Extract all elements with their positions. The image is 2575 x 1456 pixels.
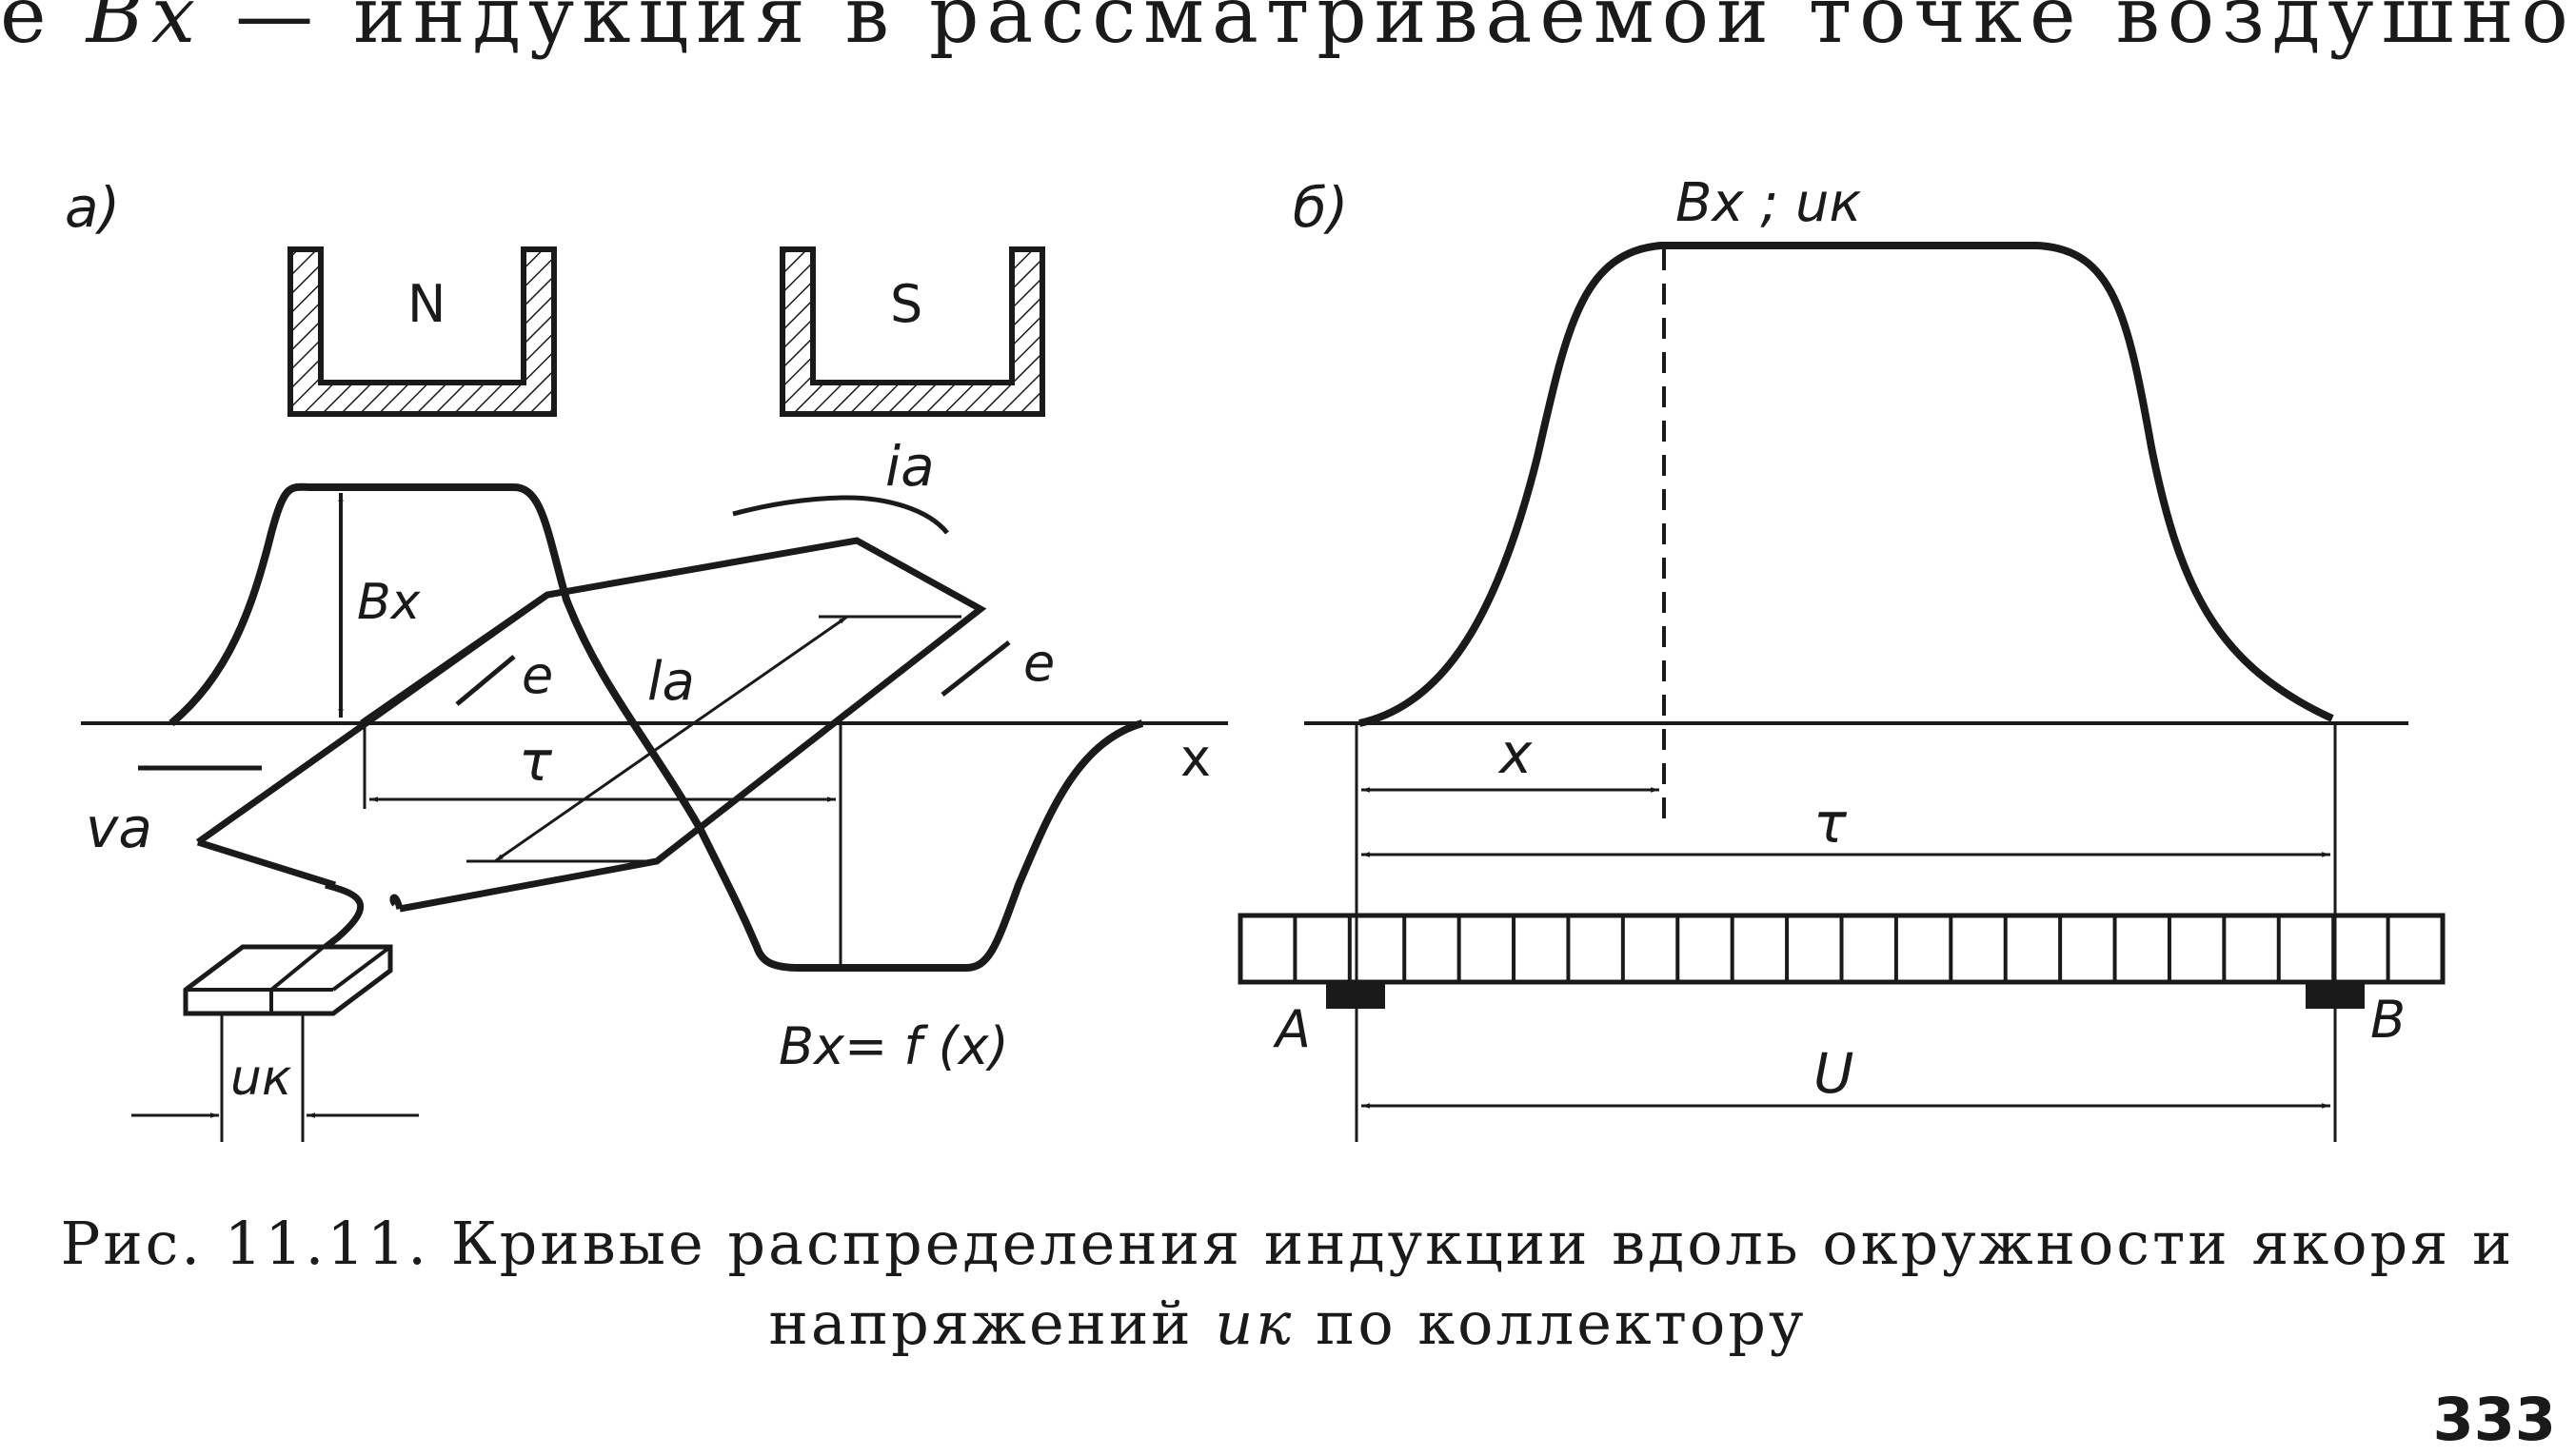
axis-x-label-a: x: [1180, 728, 1211, 788]
label-b: B: [2370, 990, 2406, 1050]
brush-a: [1326, 982, 1385, 1009]
top-text-symbol: Bx: [86, 0, 204, 61]
caption-line-1: Рис. 11.11. Кривые распределения индукци…: [60, 1209, 2515, 1278]
uk-label-a: uк: [230, 1050, 292, 1107]
conductor-loop: [195, 537, 987, 974]
e-arrow-left: [455, 655, 516, 706]
ia-arrow: [732, 495, 949, 535]
commutator: [1238, 913, 2446, 985]
tau-label-a: τ: [519, 729, 553, 794]
north-pole: N: [287, 246, 557, 417]
figure-11-11: а) N S x Bx: [65, 172, 2446, 1142]
conductor-loop-upper: [360, 592, 549, 726]
caption-line-2-prefix: напряжений: [768, 1289, 1216, 1358]
la-arrow: [494, 615, 848, 863]
brush-b: [2306, 982, 2365, 1009]
top-text-prefix: е: [0, 0, 87, 61]
x-label-b: x: [1497, 721, 1533, 786]
va-label: va: [86, 796, 152, 860]
conductor-loop-left: [196, 838, 337, 889]
bx-label-a: Bx: [357, 574, 422, 631]
caption-line-2-symbol: uк: [1215, 1289, 1295, 1358]
panel-b: б) Bx ; uк x τ A B: [1238, 172, 2446, 1142]
label-a: A: [1273, 999, 1311, 1059]
panel-a-label: а): [65, 175, 120, 240]
ia-label: ia: [885, 434, 935, 499]
page-number: 333: [2432, 1385, 2556, 1454]
panel-a: а) N S x Bx: [65, 175, 1228, 1142]
e-label-right: e: [1023, 633, 1055, 693]
brush-block: [183, 944, 393, 1016]
top-label-b: Bx ; uк: [1675, 172, 1862, 234]
function-label: Bx= f (x): [779, 1016, 1009, 1076]
south-pole: S: [780, 246, 1045, 417]
top-text-line: е Bx — индукция в рассматриваемой точке …: [0, 0, 2575, 69]
caption-line-2-suffix: по коллектору: [1294, 1289, 1807, 1358]
figure-caption: Рис. 11.11. Кривые распределения индукци…: [0, 1204, 2575, 1364]
tau-label-b: τ: [1813, 791, 1848, 856]
caption-line-2: напряжений uк по коллектору: [0, 1284, 2575, 1364]
panel-b-label: б): [1293, 175, 1348, 240]
pole-north-label: N: [407, 274, 446, 334]
e-arrow-right: [941, 640, 1011, 697]
induction-curve-b: [1358, 242, 2334, 727]
top-text-rest: — индукция в рассматриваемой точке возду…: [235, 0, 2575, 61]
induction-curve-a: [168, 482, 1144, 972]
e-label-left: e: [522, 645, 553, 705]
u-label: U: [1813, 1041, 1853, 1106]
pole-south-label: S: [890, 274, 922, 334]
la-label: la: [647, 651, 695, 713]
